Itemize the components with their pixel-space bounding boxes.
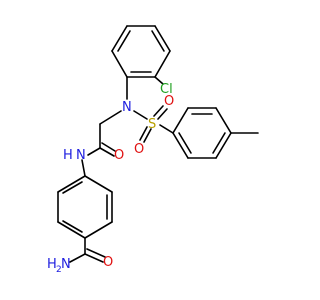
- bond: [62, 220, 83, 233]
- bond: [99, 147, 115, 157]
- bond: [84, 221, 113, 239]
- bond: [154, 50, 171, 78]
- bond: [99, 110, 122, 125]
- carboxamide-nitrogen-label: N: [61, 257, 71, 272]
- bond: [143, 128, 152, 143]
- bond: [172, 107, 189, 134]
- amide-hydrogen-label: H: [63, 148, 73, 163]
- bond: [57, 175, 86, 193]
- bond: [62, 181, 83, 194]
- bond: [154, 76, 164, 85]
- sulfonamide-nitrogen-label: N: [122, 100, 132, 115]
- bond: [153, 105, 164, 117]
- bond: [117, 30, 131, 52]
- bond-lines: [57, 25, 259, 263]
- bond: [84, 253, 104, 263]
- carboxamide-h2-subscript: 2: [56, 265, 62, 275]
- sulfonyl-oxygen-top-label: O: [164, 94, 174, 109]
- bond: [81, 159, 86, 177]
- bond: [111, 50, 128, 78]
- bond: [87, 147, 101, 156]
- molecule-diagram: Cl N S O O N H O O H 2 N: [47, 25, 259, 275]
- bond: [178, 132, 192, 154]
- bond: [139, 126, 148, 141]
- bond: [69, 253, 86, 263]
- bond: [212, 132, 226, 154]
- bond: [86, 248, 106, 258]
- bond: [101, 142, 116, 152]
- chlorine-label: Cl: [160, 82, 173, 97]
- bond: [154, 25, 171, 52]
- bond: [151, 30, 165, 52]
- bond: [159, 124, 174, 134]
- carboxamide-oxygen-label: O: [103, 255, 113, 270]
- sulfur-label: S: [148, 117, 156, 132]
- amide-oxygen-label: O: [114, 148, 124, 163]
- bond: [172, 132, 189, 159]
- structure-canvas: Cl N S O O N H O O H 2 N: [47, 25, 259, 275]
- bond: [157, 108, 168, 120]
- atom-labels: Cl N S O O N H O O H 2 N: [47, 82, 174, 275]
- carboxamide-h-label: H: [47, 257, 57, 272]
- bond: [215, 107, 232, 134]
- bond: [111, 25, 128, 52]
- bond: [133, 110, 148, 120]
- bond: [215, 132, 232, 159]
- amide-nitrogen-label: N: [76, 148, 86, 163]
- bond: [57, 221, 86, 239]
- bond: [84, 175, 113, 193]
- sulfonyl-oxygen-left-label: O: [134, 142, 144, 157]
